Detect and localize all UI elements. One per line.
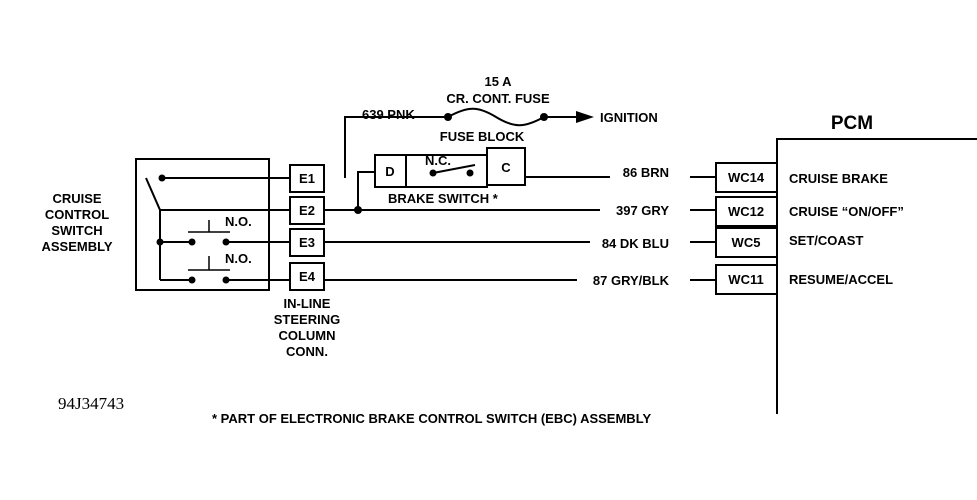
fuse-name-label: CR. CONT. FUSE <box>446 91 550 106</box>
ignition-arrow-icon <box>576 111 594 123</box>
cruise-control-switch-assembly <box>135 158 290 291</box>
connector-e3 <box>289 228 325 257</box>
connector-e2 <box>289 196 325 225</box>
connector-e4 <box>289 262 325 291</box>
wire-397-label: 397 GRY <box>616 203 669 218</box>
svg-text:CONTROL: CONTROL <box>45 207 109 222</box>
wire-86-label: 86 BRN <box>623 165 669 180</box>
svg-text:ASSEMBLY: ASSEMBLY <box>41 239 112 254</box>
no-contact-label-set: N.O. <box>225 214 252 229</box>
pcm-label: PCM <box>831 113 873 134</box>
function-resume-accel: RESUME/ACCEL <box>789 272 893 287</box>
connector-e4-label: E4 <box>299 269 316 284</box>
pcm-wires <box>324 176 716 281</box>
function-cruise-on-off: CRUISE “ON/OFF” <box>789 204 904 219</box>
connector-e1-label: E1 <box>299 171 315 186</box>
function-set-coast: SET/COAST <box>789 233 863 248</box>
wire-87-label: 87 GRY/BLK <box>593 273 670 288</box>
brake-switch-terminal-c <box>486 147 526 186</box>
pin-wc14-label: WC14 <box>728 170 765 185</box>
steering-connector-label: IN-LINE STEERING COLUMN CONN. <box>274 296 340 359</box>
footnote: * PART OF ELECTRONIC BRAKE CONTROL SWITC… <box>212 411 651 426</box>
svg-text:CRUISE: CRUISE <box>52 191 101 206</box>
svg-text:D: D <box>385 164 394 179</box>
switch-assembly-label: CRUISE CONTROL SWITCH ASSEMBLY <box>41 191 112 254</box>
wire-639-label: 639 PNK <box>362 107 415 122</box>
brake-switch-label: BRAKE SWITCH * <box>388 191 499 206</box>
pin-wc11 <box>715 264 778 295</box>
svg-text:STEERING: STEERING <box>274 312 340 327</box>
pcm-module <box>776 138 977 414</box>
brake-switch-terminal-d <box>374 154 407 188</box>
svg-text:IN-LINE: IN-LINE <box>284 296 331 311</box>
no-contact-label-resume: N.O. <box>225 251 252 266</box>
pin-wc11-label: WC11 <box>728 272 763 287</box>
pin-wc12 <box>715 196 778 227</box>
function-cruise-brake: CRUISE BRAKE <box>789 171 888 186</box>
pin-wc5 <box>715 227 778 258</box>
connector-e2-label: E2 <box>299 203 315 218</box>
fuse-amperage-label: 15 A <box>485 74 513 89</box>
pin-wc14 <box>715 162 778 193</box>
ignition-feed-wire <box>344 107 594 178</box>
steering-column-connector: E1 E2 E3 E4 <box>289 164 325 291</box>
wire-84-label: 84 DK BLU <box>602 236 669 251</box>
connector-e3-label: E3 <box>299 235 315 250</box>
figure-id: 94J34743 <box>58 394 124 413</box>
pin-wc12-label: WC12 <box>728 204 764 219</box>
ignition-label: IGNITION <box>600 110 658 125</box>
brake-switch: D C <box>374 147 526 188</box>
connector-e1 <box>289 164 325 193</box>
nc-contact-label: N.C. <box>425 153 451 168</box>
fuse-block-label: FUSE BLOCK <box>440 129 525 144</box>
pin-wc5-label: WC5 <box>732 235 761 250</box>
svg-text:SWITCH: SWITCH <box>51 223 102 238</box>
svg-text:C: C <box>501 160 511 175</box>
pcm-pins: WC14 WC12 WC5 WC11 <box>715 162 778 295</box>
svg-text:CONN.: CONN. <box>286 344 328 359</box>
svg-text:COLUMN: COLUMN <box>278 328 335 343</box>
